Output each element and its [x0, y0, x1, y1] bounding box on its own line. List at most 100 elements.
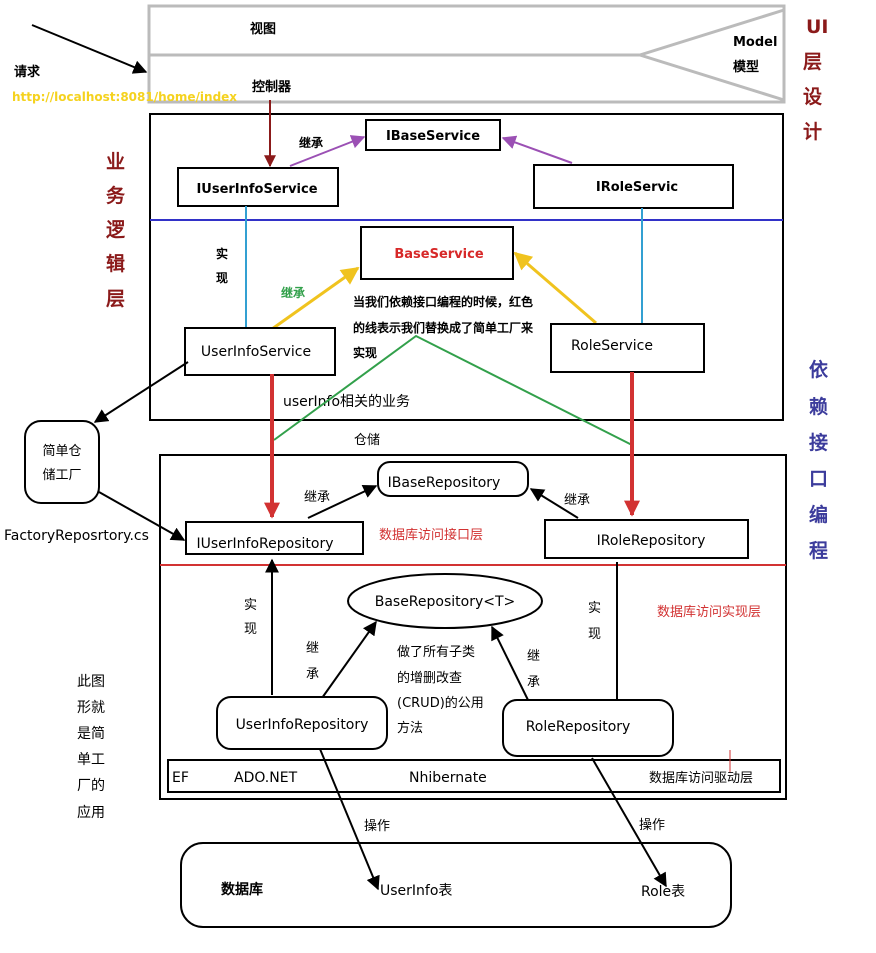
irole-service-box — [533, 164, 734, 209]
inherit-repo-left-arrow — [307, 485, 378, 519]
controller-label: 控制器 — [252, 79, 292, 95]
ui-side-char: 计 — [803, 121, 822, 143]
ui-side-char: 设 — [803, 86, 822, 108]
inherit-repo-right-label: 继承 — [564, 493, 590, 508]
factory-box — [24, 420, 100, 504]
userinfo-repository-box — [216, 696, 388, 750]
business-side-label: 业 务 逻 辑 层 — [106, 151, 126, 310]
inherit-v-left-char: 承 — [306, 667, 319, 682]
note-line: 实现 — [353, 345, 377, 360]
inherit-v-right-char: 承 — [527, 675, 540, 690]
database-title: 数据库 — [221, 881, 263, 898]
crud-note-line: 做了所有子类 — [397, 645, 475, 660]
implement-char: 实 — [216, 246, 228, 261]
factory-arrow-in — [93, 361, 189, 423]
inherit-base-right-arrow — [491, 625, 529, 701]
inherit-repo-right-arrow — [529, 488, 579, 519]
base-repository-label: BaseRepository<T> — [375, 594, 516, 610]
implement-repo-left-char: 现 — [244, 622, 257, 637]
irole-repository-box — [544, 519, 749, 559]
model-label: Model — [733, 35, 777, 50]
userinfo-business-label: userInfo相关的业务 — [283, 394, 410, 410]
iuserinfo-service-label: IUserInfoService — [196, 182, 317, 197]
dependency-side-char: 赖 — [809, 395, 828, 418]
driver-nh: Nhibernate — [409, 770, 487, 786]
ibase-repository-label: IBaseRepository — [388, 475, 501, 491]
side-note-line: 应用 — [77, 804, 105, 821]
ui-side-char: 层 — [803, 51, 822, 73]
request-arrow — [31, 24, 148, 74]
operate-arrow-right — [591, 757, 667, 888]
implement-repo-right-char: 现 — [588, 627, 601, 642]
dependency-side-char: 依 — [809, 358, 829, 381]
ibase-service-label: IBaseService — [386, 129, 480, 144]
ibase-service-box — [365, 119, 501, 151]
factory-arrow-out — [98, 491, 186, 541]
iuserinfo-repository-box — [185, 521, 364, 555]
business-side-char: 层 — [106, 288, 125, 310]
dependency-side-char: 程 — [809, 540, 828, 562]
business-layer: IBaseService IUserInfoService IRoleServi… — [149, 100, 784, 421]
note-line: 的线表示我们替换成了简单工厂来 — [353, 320, 534, 335]
implement-repo-left-char: 实 — [244, 598, 257, 613]
crud-note-line: (CRUD)的公用 — [397, 695, 484, 711]
inherit-arrow-right — [501, 135, 573, 164]
inherit-base-left-arrow — [321, 620, 377, 699]
dependency-side-char: 口 — [809, 468, 828, 490]
userinfo-repository-label: UserInfoRepository — [236, 717, 369, 733]
irole-service-label: IRoleServic — [596, 180, 678, 195]
inherit-v-left-char: 继 — [306, 641, 319, 656]
base-service-box — [360, 226, 514, 280]
dependency-side-label: 依 赖 接 口 编 程 — [809, 358, 829, 562]
request-label: 请求 — [14, 64, 41, 80]
side-note-line: 形就 — [77, 700, 105, 716]
ui-layer: 视图 Model 模型 控制器 — [147, 4, 786, 104]
business-side-char: 业 — [106, 151, 125, 173]
irole-repository-label: IRoleRepository — [597, 533, 706, 549]
driver-ado: ADO.NET — [234, 770, 298, 786]
base-service-label: BaseService — [394, 247, 483, 262]
dependency-side-char: 接 — [809, 432, 828, 454]
inherit-label: 继承 — [299, 135, 323, 150]
driver-layer-box — [167, 759, 781, 793]
side-note: 此图 形就 是简 单工 厂的 应用 — [77, 674, 105, 821]
business-side-char: 逻 — [106, 219, 126, 241]
inherit-v-right-char: 继 — [527, 649, 540, 664]
crud-note-line: 方法 — [397, 720, 423, 736]
model-arrow-shape — [634, 8, 785, 102]
ibase-repository-box — [377, 461, 529, 497]
userinfo-service-box — [184, 327, 336, 376]
factory-green-line — [273, 334, 633, 446]
driver-ef: EF — [172, 770, 189, 786]
role-table-label: Role表 — [641, 884, 685, 900]
role-service-box — [550, 323, 705, 373]
operate-arrow-left — [319, 748, 380, 891]
factory-label-line: 储工厂 — [42, 468, 81, 483]
operate-left-label: 操作 — [364, 818, 390, 834]
repository-layer: 仓储 IBaseRepository IUserInfoRepository I… — [159, 372, 787, 800]
driver-label: 数据库访问驱动层 — [649, 770, 753, 786]
ui-side-label: UI 层 设 计 — [803, 16, 829, 143]
side-note-line: 此图 — [77, 674, 105, 690]
userinfo-service-label: UserInfoService — [201, 344, 311, 360]
view-label: 视图 — [250, 21, 276, 37]
factory-label-line: 简单仓 — [42, 443, 81, 459]
side-note-line: 厂的 — [77, 778, 105, 794]
inherit-green-label: 继承 — [281, 285, 305, 300]
factory-file-label: FactoryReposrtory.cs — [4, 528, 149, 544]
inherit-yellow-right — [513, 251, 597, 325]
userinfo-table-label: UserInfo表 — [380, 883, 452, 899]
implement-char: 现 — [216, 271, 228, 285]
inherit-repo-left-label: 继承 — [304, 490, 330, 505]
role-repository-box — [502, 699, 674, 757]
inherit-yellow-left — [271, 266, 360, 331]
request-url: http://localhost:8081/home/index — [12, 90, 237, 104]
note-line: 当我们依赖接口编程的时候，红色 — [353, 294, 533, 309]
side-note-line: 是简 — [77, 725, 105, 742]
factory: 简单仓 储工厂 FactoryReposrtory.cs — [4, 361, 189, 544]
repository-layer-box — [159, 454, 787, 800]
business-side-char: 务 — [106, 184, 126, 207]
role-repository-label: RoleRepository — [526, 719, 631, 735]
database-box — [180, 842, 732, 928]
